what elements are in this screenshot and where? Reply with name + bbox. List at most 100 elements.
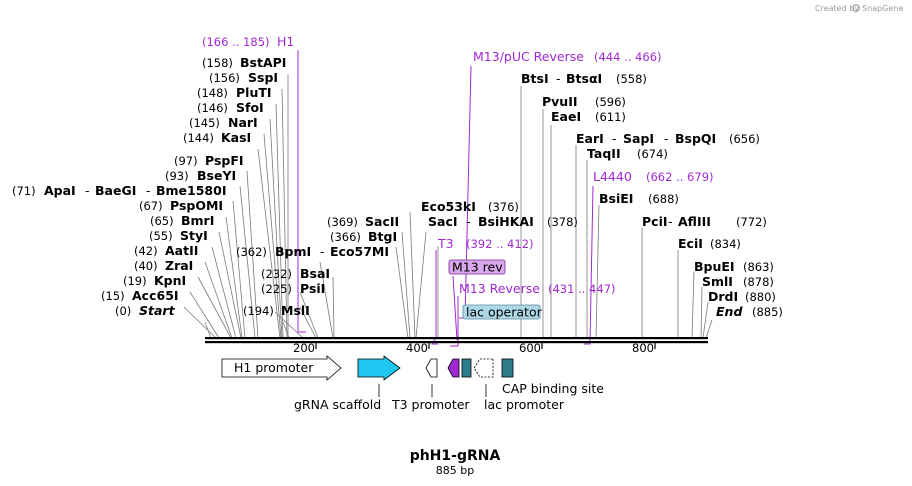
enzyme-psii-pos: (225) — [261, 282, 292, 296]
leader-smli — [700, 286, 703, 339]
leader-bsai — [299, 291, 319, 339]
primer-t3-line — [431, 250, 438, 345]
enzyme-saci-pos: (378) — [547, 215, 578, 229]
primer-m13puc-range: (444 .. 466) — [594, 50, 662, 64]
leader-bpuei — [691, 271, 695, 339]
leader-bmri — [218, 231, 242, 339]
leader-drdi — [702, 301, 709, 339]
lac-operator-box-label: lac operator — [466, 305, 543, 320]
enzyme-bsiei-pos: (688) — [648, 192, 679, 206]
primer-m13reverse-label: M13 Reverse — [459, 281, 540, 296]
m13rev-feature — [447, 358, 460, 378]
enzyme-bstapi-pos: (158) — [202, 56, 233, 70]
enzyme-eari-pos: (656) — [729, 132, 760, 146]
enzyme-sfoi-pos: (146) — [197, 101, 228, 115]
labels: (166 .. 185) H1 M13/pUC Reverse (444 .. … — [12, 34, 783, 319]
enzyme-start-name: Start — [139, 303, 176, 318]
enzyme-msli-name: MslI — [281, 303, 310, 318]
enzyme-bsiei-name: BsiEI — [599, 191, 633, 206]
enzyme-apai-pos: (71) — [12, 184, 36, 198]
enzyme-sacii-pos: (369) — [327, 215, 358, 229]
primer-m13puc-label: M13/pUC Reverse — [473, 49, 584, 64]
cap-binding-site-feature — [501, 358, 514, 378]
t3-promoter-label: T3 promoter — [391, 397, 470, 412]
leader-msli — [282, 321, 290, 339]
leader-sacii — [401, 231, 411, 339]
leader-nari — [263, 133, 282, 339]
lac-operator-feature — [461, 358, 472, 378]
grna-scaffold-label: gRNA scaffold — [294, 397, 381, 412]
enzyme-eari-sep2: - — [664, 131, 669, 146]
enzyme-eco53ki-pos: (376) — [488, 200, 519, 214]
map-title: phH1-gRNA 885 bp — [410, 448, 501, 477]
enzyme-kpni-pos: (19) — [123, 274, 147, 288]
leader-zrai — [197, 276, 232, 339]
tick-label-600: 600 — [519, 341, 541, 355]
enzyme-psii-name: PsiI — [300, 281, 325, 296]
primer-l4440-label: L4440 — [593, 169, 632, 184]
enzyme-bseyi-name: BseYI — [197, 168, 236, 183]
enzyme-ecii-pos: (834) — [710, 237, 741, 251]
enzyme-btsai-name: BtsαI — [566, 71, 602, 86]
leader-bsai-2 — [332, 276, 335, 339]
snapgene-brand: Created by SnapGene — [815, 4, 903, 13]
leader-bpmi — [319, 261, 334, 339]
enzyme-nari-name: NarI — [228, 115, 258, 130]
m13rev-box — [448, 259, 506, 275]
primer-m13rev-box-line — [452, 275, 458, 341]
enzyme-apai-name: ApaI — [44, 183, 76, 198]
enzyme-sspi-name: SspI — [248, 70, 278, 85]
enzyme-kasi-pos: (144) — [183, 131, 214, 145]
enzyme-bpuei-pos: (863) — [743, 260, 774, 274]
primer-t3-range: (392 .. 412) — [466, 237, 534, 251]
leader-acc65i — [183, 306, 217, 339]
enzyme-styi-pos: (55) — [149, 229, 173, 243]
enzyme-bspqi-name: BspQI — [675, 131, 716, 146]
primer-h1-line — [297, 50, 306, 333]
snapgene-logo-icon — [852, 4, 860, 12]
enzyme-sacii-name: SacII — [365, 214, 399, 229]
features: H1 promoter gRNA scaffold T3 promoter la… — [221, 355, 604, 412]
lac-promoter-arrow — [473, 358, 494, 378]
tick-label-400: 400 — [406, 341, 428, 355]
leader-sspi — [281, 88, 288, 339]
leader-btgi — [395, 246, 409, 339]
enzyme-pspomi-pos: (67) — [139, 199, 163, 213]
grna-scaffold-arrow — [357, 355, 401, 381]
enzyme-btgi-pos: (366) — [330, 230, 361, 244]
enzyme-bsai-pos: (232) — [261, 267, 292, 281]
enzyme-bseyi-pos: (93) — [165, 169, 189, 183]
enzyme-pcii-pos: (772) — [736, 215, 767, 229]
leader-bseyi — [239, 185, 256, 339]
enzyme-pcii-sep: - — [668, 214, 673, 229]
leader-pluti — [275, 103, 284, 339]
leader-apai — [232, 200, 246, 339]
enzyme-pspfi-name: PspFI — [205, 153, 244, 168]
enzyme-sfoi-name: SfoI — [236, 100, 264, 115]
enzyme-bpmi-name: BpmI — [275, 244, 311, 259]
enzyme-bsai-name: BsaI — [300, 266, 330, 281]
primer-m13reverse-range: (431 .. 447) — [548, 282, 616, 296]
lac-promoter-label: lac promoter — [484, 397, 565, 412]
enzyme-end-name: End — [716, 304, 743, 319]
enzyme-pluti-pos: (148) — [197, 86, 228, 100]
enzyme-saci-name: SacI — [428, 214, 458, 229]
enzyme-ecii-name: EciI — [678, 236, 703, 251]
plasmid-name: phH1-gRNA — [410, 448, 501, 464]
primer-h1-range: (166 .. 185) — [202, 35, 270, 49]
enzyme-eaei-pos: (611) — [595, 110, 626, 124]
enzyme-sapi-name: SapI — [623, 131, 654, 146]
enzyme-pspfi-pos: (97) — [174, 154, 198, 168]
enzyme-bpmi-sep: - — [320, 244, 325, 259]
brand-text: Created by — [815, 4, 859, 13]
enzyme-smli-pos: (878) — [743, 275, 774, 289]
enzyme-eaei-name: EaeI — [551, 109, 581, 124]
enzyme-drdi-name: DrdI — [708, 289, 738, 304]
primer-m13rev-line — [450, 296, 459, 347]
enzyme-pcii-name: PciI — [642, 214, 668, 229]
enzyme-taqii-pos: (674) — [637, 147, 668, 161]
enzyme-kpni-name: KpnI — [154, 273, 186, 288]
enzyme-sspi-pos: (156) — [209, 71, 240, 85]
primer-t3-label: T3 — [437, 236, 454, 251]
